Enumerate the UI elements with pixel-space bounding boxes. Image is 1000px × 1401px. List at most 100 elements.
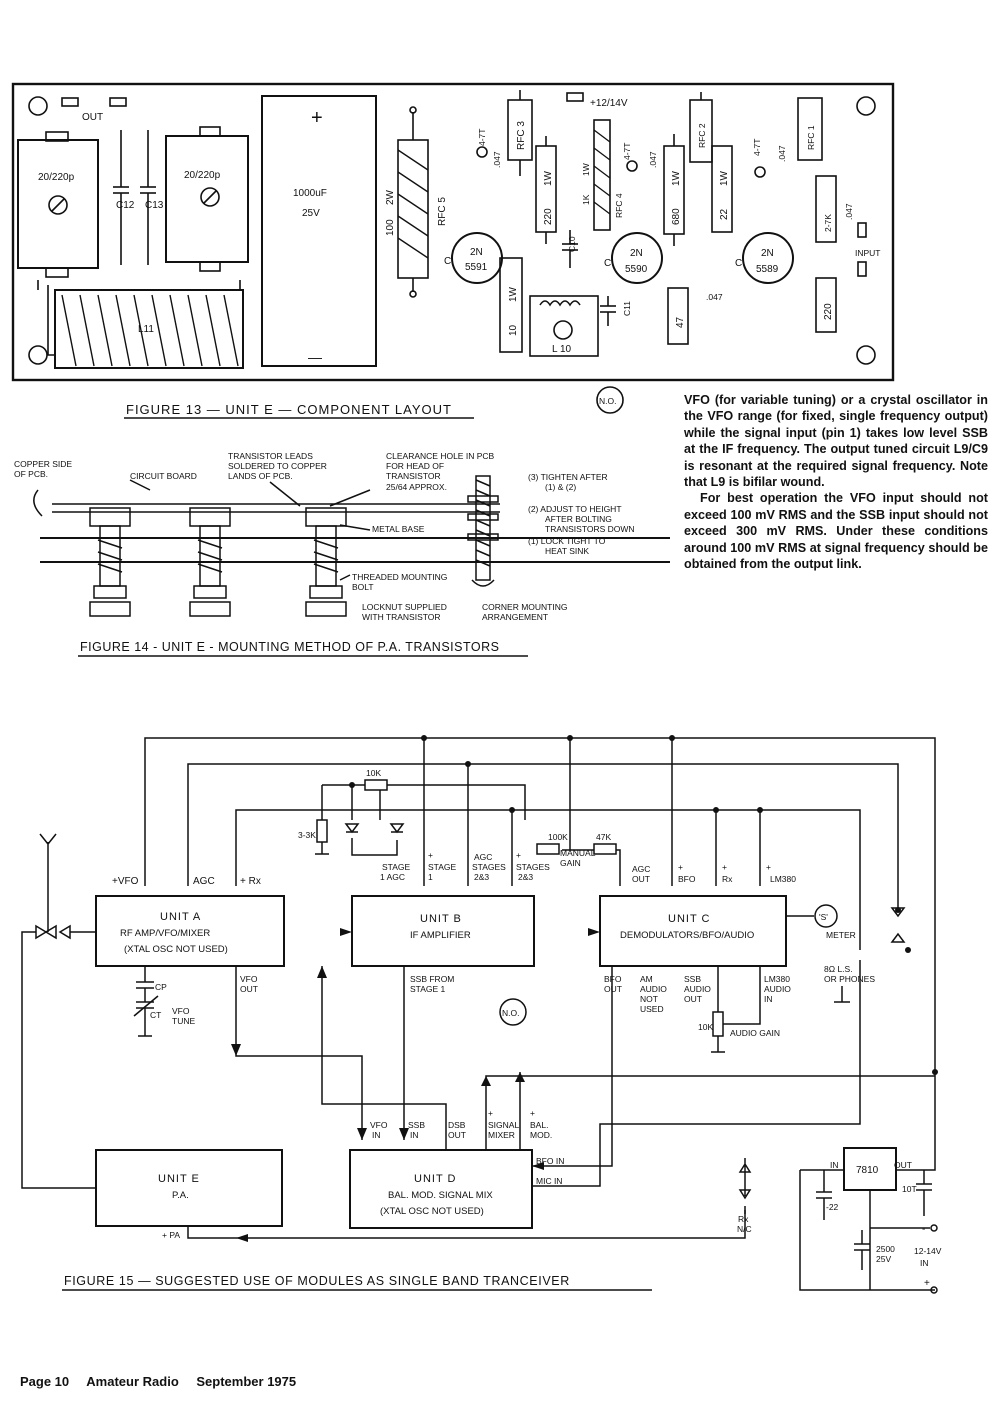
svg-text:20/220p: 20/220p — [184, 170, 221, 181]
svg-text:680: 680 — [671, 208, 682, 225]
svg-text:1 AGC: 1 AGC — [380, 872, 405, 882]
svg-text:P.A.: P.A. — [172, 1190, 189, 1201]
svg-text:STAGE: STAGE — [428, 862, 457, 872]
rfc4-coil — [593, 119, 611, 231]
svg-text:AUDIO: AUDIO — [640, 984, 667, 994]
svg-text:OUT: OUT — [684, 994, 702, 1004]
s-meter-icon — [814, 904, 838, 928]
svg-text:BFO: BFO — [604, 974, 622, 984]
mount-hole — [856, 345, 876, 365]
svg-text:AUDIO GAIN: AUDIO GAIN — [730, 1028, 780, 1038]
svg-text:+: + — [924, 1278, 930, 1289]
svg-text:+: + — [311, 107, 323, 129]
svg-text:THREADED MOUNTING: THREADED MOUNTING — [352, 572, 447, 582]
svg-text:CLEARANCE HOLE IN PCB: CLEARANCE HOLE IN PCB — [386, 451, 494, 461]
figure-14-mounting-method: COPPER SIDE OF PCB. CIRCUIT BOARD TRANSI… — [14, 451, 670, 657]
svg-text:(1) LOCK TIGHT TO: (1) LOCK TIGHT TO — [528, 536, 606, 546]
paragraph: VFO (for variable tuning) or a crystal o… — [684, 393, 988, 490]
svg-text:25V: 25V — [302, 208, 320, 219]
svg-text:INPUT: INPUT — [855, 248, 881, 258]
transistor-2n5591 — [451, 232, 503, 284]
svg-text:OUT: OUT — [604, 984, 622, 994]
svg-text:2N: 2N — [761, 248, 774, 259]
figure-15-block-diagram: 10K 3-3K 100K 47K MANUAL GAIN UNIT A RF … — [21, 735, 942, 1294]
svg-text:2N: 2N — [630, 248, 643, 259]
svg-text:1W: 1W — [719, 170, 730, 186]
svg-text:'S': 'S' — [819, 912, 828, 922]
svg-text:BFO: BFO — [678, 874, 696, 884]
svg-text:WITH TRANSISTOR: WITH TRANSISTOR — [362, 612, 441, 622]
unit-b-box[interactable] — [351, 895, 535, 967]
svg-text:IN: IN — [830, 1160, 839, 1170]
svg-text:METAL BASE: METAL BASE — [372, 524, 425, 534]
svg-text:1W: 1W — [543, 170, 554, 186]
svg-text:UNIT D: UNIT D — [414, 1173, 456, 1185]
page-footer: Page 10 Amateur Radio September 1975 — [20, 1374, 310, 1389]
inductor-l11 — [54, 289, 244, 369]
svg-text:1: 1 — [428, 872, 433, 882]
svg-text:3-3K: 3-3K — [298, 830, 316, 840]
svg-text:47K: 47K — [596, 832, 611, 842]
rfc1 — [797, 97, 823, 161]
svg-text:10K: 10K — [366, 768, 381, 778]
page-number: Page 10 — [20, 1374, 70, 1389]
unit-c-box[interactable] — [599, 895, 787, 967]
mount-hole — [28, 345, 48, 365]
svg-text:2W: 2W — [385, 189, 396, 205]
svg-text:1W: 1W — [508, 286, 519, 302]
svg-text:7810: 7810 — [856, 1165, 879, 1176]
svg-text:C: C — [604, 258, 611, 269]
unit-d-box[interactable] — [349, 1149, 533, 1229]
svg-text:47: 47 — [675, 316, 686, 328]
svg-text:10: 10 — [508, 324, 519, 336]
svg-text:GAIN: GAIN — [560, 858, 581, 868]
pa-transistor — [89, 507, 131, 599]
svg-text:N.O.: N.O. — [502, 1008, 519, 1018]
svg-text:SSB FROM: SSB FROM — [410, 974, 454, 984]
svg-text:1W: 1W — [581, 163, 591, 176]
svg-text:VFO: VFO — [172, 1006, 190, 1016]
svg-text:5591: 5591 — [465, 262, 488, 273]
svg-text:AFTER BOLTING: AFTER BOLTING — [545, 514, 612, 524]
mount-hole — [28, 96, 48, 116]
pa-transistor — [305, 507, 347, 599]
svg-text:UNIT E: UNIT E — [158, 1173, 200, 1185]
svg-text:RFC 3: RFC 3 — [516, 121, 527, 150]
out-label: OUT — [82, 112, 103, 123]
svg-text:OUT: OUT — [894, 1160, 912, 1170]
svg-text:.047: .047 — [706, 292, 723, 302]
svg-text:1W: 1W — [671, 170, 682, 186]
svg-text:RFC 5: RFC 5 — [437, 197, 448, 226]
figure-15-caption: FIGURE 15 — SUGGESTED USE OF MODULES AS … — [64, 1274, 570, 1288]
unit-a-box[interactable] — [95, 895, 285, 967]
unit-e-box[interactable] — [95, 1149, 283, 1227]
regulator-7810 — [843, 1147, 897, 1191]
svg-text:2&3: 2&3 — [474, 872, 489, 882]
svg-text:VFO: VFO — [370, 1120, 388, 1130]
svg-text:(2) ADJUST TO HEIGHT: (2) ADJUST TO HEIGHT — [528, 504, 622, 514]
svg-text:+: + — [766, 862, 771, 872]
electrolytic-capacitor — [261, 95, 377, 367]
svg-text:C: C — [735, 258, 742, 269]
svg-text:2N: 2N — [470, 247, 483, 258]
paragraph: For best operation the VFO input should … — [684, 491, 988, 572]
svg-text:220: 220 — [823, 303, 834, 320]
issue-date: September 1975 — [196, 1374, 297, 1389]
svg-text:COPPER SIDE: COPPER SIDE — [14, 459, 72, 469]
svg-text:+VFO: +VFO — [112, 876, 139, 887]
svg-text:10T: 10T — [902, 1184, 917, 1194]
svg-text:(XTAL OSC NOT USED): (XTAL OSC NOT USED) — [124, 944, 228, 955]
svg-text:RFC 4: RFC 4 — [614, 193, 624, 218]
svg-text:220: 220 — [543, 208, 554, 225]
svg-text:.047: .047 — [777, 145, 787, 162]
svg-text:OUT: OUT — [448, 1130, 466, 1140]
svg-text:IF AMPLIFIER: IF AMPLIFIER — [410, 930, 471, 941]
svg-text:CP: CP — [155, 982, 167, 992]
svg-text:C11: C11 — [622, 301, 632, 316]
inductor-l10 — [529, 295, 599, 357]
svg-text:L11: L11 — [138, 324, 154, 335]
mount-hole — [856, 96, 876, 116]
svg-text:BFO IN: BFO IN — [536, 1156, 564, 1166]
svg-text:5589: 5589 — [756, 264, 779, 275]
svg-text:C: C — [444, 256, 451, 267]
